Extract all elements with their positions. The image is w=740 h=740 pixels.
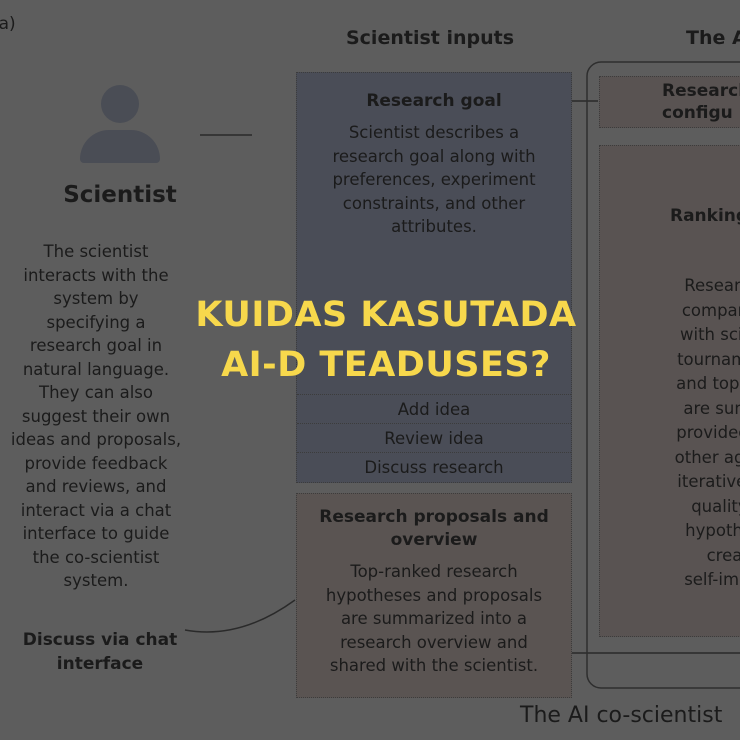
discuss-research-button[interactable]: Discuss research (364, 458, 504, 477)
overlay-title-line-2: AI-D TEADUSES? (221, 345, 551, 385)
ranking-title: Ranking tourna (670, 206, 740, 226)
ranking-line: provided as f (676, 423, 740, 442)
scientist-description: The scientist interacts with the system … (10, 242, 182, 590)
config-title: Research configu (662, 81, 740, 123)
research-goal-title: Research goal (366, 91, 502, 111)
ranking-box: Ranking tourna Research h comparison wit… (599, 145, 740, 637)
ranking-line: and top win-l (676, 374, 740, 393)
ranking-line: with scientif (680, 325, 740, 344)
ranking-line: creati (706, 545, 740, 565)
overlay-title: KUIDAS KASUTADA AI-D TEADUSES? (186, 290, 586, 390)
ranking-line: are summa (683, 398, 740, 418)
ranking-line: Research h (684, 276, 740, 295)
research-goal-text: Scientist describes a research goal alon… (332, 123, 536, 236)
proposals-text: Top-ranked research hypotheses and propo… (325, 562, 543, 675)
research-config-box: Research configu (599, 76, 740, 128)
ranking-line: self-improv (684, 570, 740, 589)
scientist-title: Scientist (63, 182, 177, 208)
ranking-text: Research h comparison with scientif tour… (600, 274, 740, 593)
scientist-avatar-icon (80, 85, 160, 165)
system-footer: The AI co-scientist (520, 703, 723, 728)
inputs-heading: Scientist inputs (345, 27, 515, 49)
research-goal-box: Research goal Scientist describes a rese… (296, 72, 572, 483)
ranking-line: other agents. (674, 447, 740, 467)
add-idea-button[interactable]: Add idea (397, 400, 471, 419)
research-proposals-box: Research proposals and overview Top-rank… (296, 493, 572, 698)
system-heading: The AI (686, 27, 740, 49)
ranking-line: iterative imp (677, 472, 740, 491)
panel-label: (a) (0, 14, 16, 34)
ranking-line: comparison (681, 300, 740, 320)
overlay-title-line-1: KUIDAS KASUTADA (195, 295, 577, 335)
ranking-line: tournaments (677, 349, 740, 369)
discuss-label: Discuss via chat interface (22, 630, 178, 674)
review-idea-button[interactable]: Review idea (384, 429, 484, 448)
ranking-line: quality of (691, 496, 740, 516)
proposals-title: Research proposals and overview (319, 507, 549, 550)
ranking-line: hypothesis (685, 521, 740, 540)
